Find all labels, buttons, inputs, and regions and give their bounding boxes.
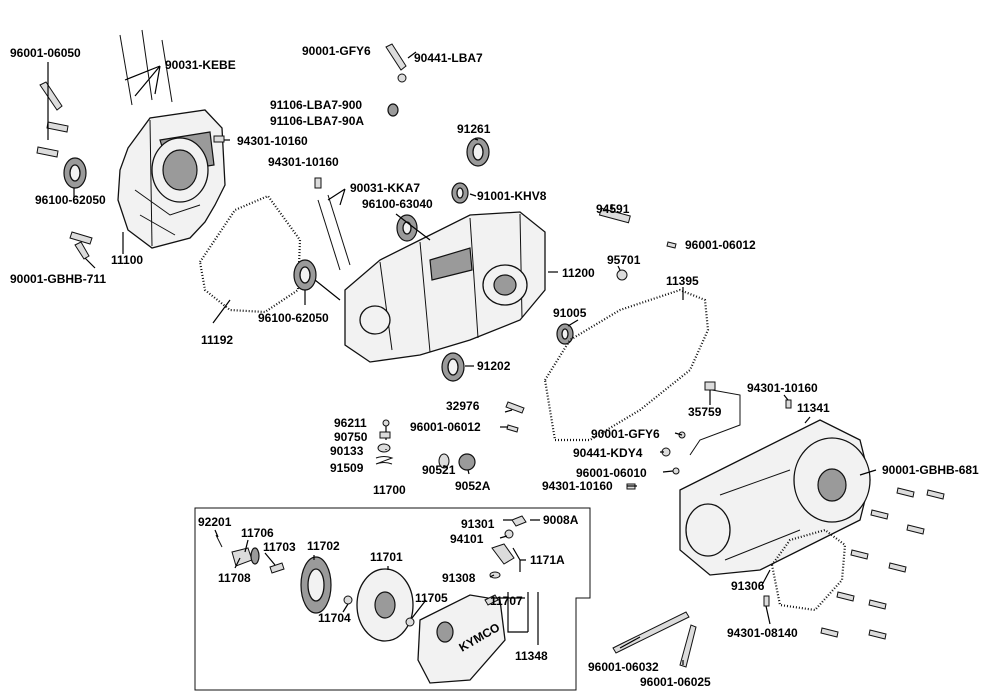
oil-strainer-parts [375,419,476,471]
bolt-96001-06025 [679,624,697,668]
leader-lines [47,51,877,665]
label-32976: 32976 [446,399,480,413]
label-91308: 91308 [442,571,476,585]
label-9052a: 9052A [455,479,491,493]
label-11100: 11100 [111,253,143,267]
label-90750: 90750 [334,430,368,444]
label-11341: 11341 [797,401,830,415]
gasket-91306 [770,528,847,612]
label-95701: 95701 [607,253,641,267]
bolt-96001-06012-b [506,424,519,433]
label-11348: 11348 [515,649,548,663]
label-96001-06050-a: 96001-06050 [10,46,81,60]
label-96001-06025: 96001-06025 [640,675,711,689]
label-94301-08140: 94301-08140 [727,626,798,640]
dowel-pin-94301-10160-b [314,177,322,189]
dowel-pin-94301-10160-a [213,135,225,143]
bolt-90001-gbhb-711 [69,231,93,260]
label-96100-62050-a: 96100-62050 [35,193,106,207]
kick-starter-group-box [194,507,591,691]
right-cover-11341 [679,419,871,576]
label-11707: 11707 [490,594,523,608]
oil-seal-91261 [466,137,490,167]
label-90001-gfy6-b: 90001-GFY6 [591,427,660,441]
bolts-90001-gbhb-681 [820,487,945,640]
dowel-pin-94301-08140 [763,595,770,607]
bolt-96001-06010 [672,467,680,475]
label-96100-63040: 96100-63040 [362,197,433,211]
label-91301: 91301 [461,517,495,531]
label-91202: 91202 [477,359,511,373]
label-90441-kdy4: 90441-KDY4 [573,446,643,460]
label-96211: 96211 [334,416,367,430]
stud-bolts-90031-kka7 [317,194,351,271]
label-91509: 91509 [330,461,364,475]
label-90031-kka7: 90031-KKA7 [350,181,420,195]
label-90521: 90521 [422,463,456,477]
label-11705: 11705 [415,591,448,605]
washer-90441-lba7 [397,73,407,83]
label-94101: 94101 [450,532,484,546]
label-96001-06032: 96001-06032 [588,660,659,674]
label-11700: 11700 [373,483,406,497]
seal-91005 [556,323,574,345]
label-94591: 94591 [596,202,630,216]
label-91106-lba7-90a: 91106-LBA7-90A [270,114,364,128]
part-labels: 96001-06050 90031-KEBE 90001-GFY6 90441-… [10,44,979,689]
bolt-90001-gfy6-a [385,43,407,71]
oil-seal-91202 [441,352,465,382]
label-91005: 91005 [553,306,587,320]
stud-bolts-90031-kebe [119,29,173,106]
label-90031-kebe: 90031-KEBE [165,58,236,72]
label-91261: 91261 [457,122,491,136]
label-94301-10160-c: 94301-10160 [747,381,818,395]
label-1171a: 1171A [530,553,565,567]
seal-91106-lba7 [387,103,399,117]
label-11200: 11200 [562,266,595,280]
label-91106-lba7-900: 91106-LBA7-900 [270,98,362,112]
seal-91001-khv8 [451,182,469,204]
label-96001-06012-a: 96001-06012 [685,238,756,252]
part-95701 [616,269,628,281]
gasket-11395 [543,288,710,442]
gasket-11192 [198,194,302,314]
label-90441-lba7-a: 90441-LBA7 [414,51,483,65]
left-crankcase-11100 [117,109,226,249]
kick-starter-parts: KYMCO [215,515,527,684]
label-94301-10160-d: 94301-10160 [542,479,613,493]
label-11708: 11708 [218,571,251,585]
label-91306: 91306 [731,579,765,593]
label-94301-10160-b: 94301-10160 [268,155,339,169]
label-96100-62050-b: 96100-62050 [258,311,329,325]
label-11703: 11703 [263,540,296,554]
label-11704: 11704 [318,611,351,625]
label-11192: 11192 [201,333,233,347]
part-32976 [505,401,525,414]
label-90001-gfy6-a: 90001-GFY6 [302,44,371,58]
label-96001-06010: 96001-06010 [576,466,647,480]
bearing-96100-62050-mid [293,259,317,291]
label-90001-gbhb-681: 90001-GBHB-681 [882,463,979,477]
label-96001-06012-b: 96001-06012 [410,420,481,434]
dowel-pin-94301-10160-c [785,399,792,409]
bolt-96001-06032 [612,611,690,654]
label-11701: 11701 [370,550,403,564]
label-11395: 11395 [666,274,699,288]
bolt-96001-06012-a [666,241,677,249]
part-94591 [598,207,631,224]
label-90133: 90133 [330,444,364,458]
label-94301-10160-a: 94301-10160 [237,134,308,148]
label-92201: 92201 [198,515,232,529]
label-35759: 35759 [688,405,722,419]
bearing-96100-62050-left [63,157,87,189]
label-9008a: 9008A [543,513,579,527]
label-91001-khv8: 91001-KHV8 [477,189,547,203]
bolts-96001-06050 [36,81,69,158]
right-crankcase-11200 [344,211,546,363]
label-11702: 11702 [307,539,340,553]
label-90001-gbhb-711: 90001-GBHB-711 [10,272,106,286]
label-11706: 11706 [241,526,274,540]
